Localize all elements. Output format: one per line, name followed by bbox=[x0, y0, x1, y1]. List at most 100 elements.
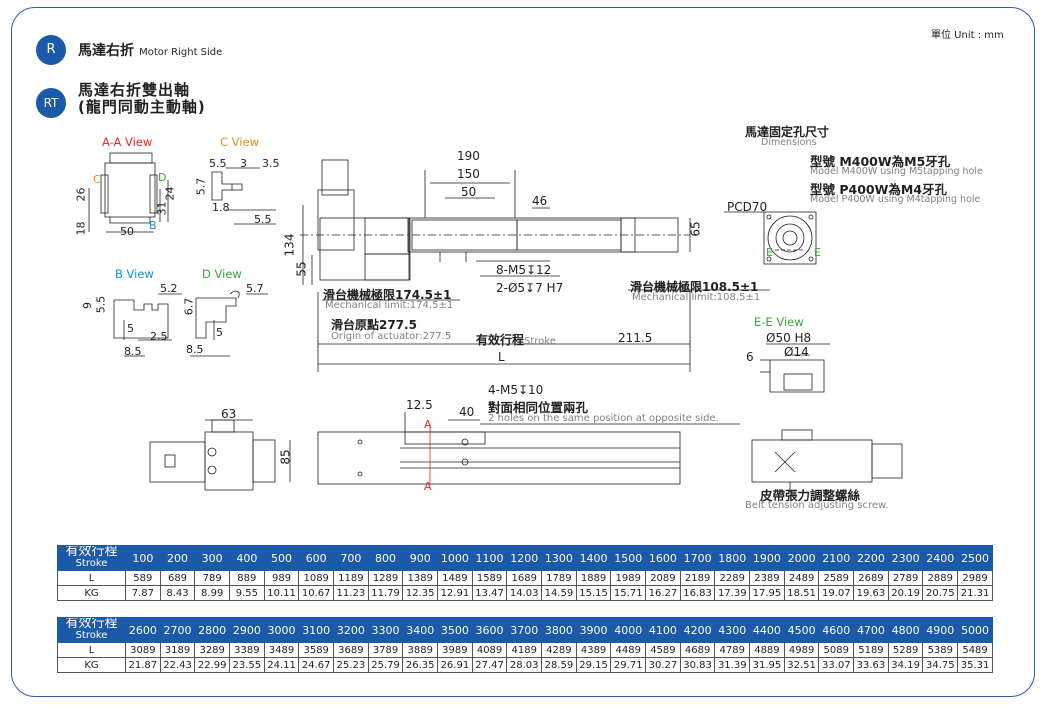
belt-side-view bbox=[751, 429, 903, 492]
stroke-value-cell: 300 bbox=[194, 545, 231, 571]
table-cell: 4589 bbox=[645, 642, 681, 658]
table-cell: 789 bbox=[194, 570, 231, 586]
table-cell: 11.23 bbox=[333, 585, 369, 601]
stroke-value-cell: 4100 bbox=[645, 617, 681, 643]
section-title: 馬達右折 Motor Right Side bbox=[78, 40, 222, 60]
aa-view-label: A-A View bbox=[102, 135, 153, 149]
stroke-value-cell: 3100 bbox=[298, 617, 335, 643]
depth-symbol-3: ↧ bbox=[517, 383, 529, 397]
table-cell: 4889 bbox=[749, 642, 785, 658]
stroke-value-cell: 2700 bbox=[159, 617, 196, 643]
m400w-en: Model M400W using M5tapping hole bbox=[810, 166, 983, 177]
c-dim-5-5b: 5.5 bbox=[254, 213, 272, 226]
stroke-value-cell: 1400 bbox=[575, 545, 612, 571]
table-cell: 5189 bbox=[853, 642, 889, 658]
stroke-value-cell: 2000 bbox=[783, 545, 820, 571]
table-cell: 5389 bbox=[922, 642, 959, 658]
table-cell: 2089 bbox=[645, 570, 681, 586]
table-cell: 33.07 bbox=[818, 657, 855, 673]
side-dim-46: 46 bbox=[532, 194, 548, 208]
aa-dim-18: 18 bbox=[74, 221, 88, 236]
stroke-value-cell: 3400 bbox=[402, 617, 439, 643]
stroke-value-cell: 2500 bbox=[957, 545, 993, 571]
table-cell: 27.47 bbox=[471, 657, 508, 673]
stroke-value-cell: 600 bbox=[298, 545, 335, 571]
side-view-actuator bbox=[300, 159, 770, 372]
stroke-value-cell: 1900 bbox=[749, 545, 785, 571]
table-cell: 2289 bbox=[714, 570, 751, 586]
d-view-label: D View bbox=[202, 267, 242, 281]
subtitle-line2: (龍門同動主動軸) bbox=[78, 98, 206, 116]
c-dim-5-5a: 5.5 bbox=[209, 157, 227, 170]
stroke-value-cell: 1100 bbox=[471, 545, 508, 571]
side-dim-L: L bbox=[498, 350, 505, 364]
table-cell: 2389 bbox=[749, 570, 785, 586]
m400w-zh: 型號 M400W為M5牙孔 bbox=[810, 154, 951, 169]
stroke-value-cell: 3800 bbox=[541, 617, 577, 643]
table-cell: 20.19 bbox=[887, 585, 924, 601]
table-cell: 3289 bbox=[194, 642, 231, 658]
side-dim-50: 50 bbox=[461, 185, 477, 199]
table-cell: 12.91 bbox=[437, 585, 473, 601]
stroke-value-cell: 2200 bbox=[853, 545, 889, 571]
table-cell: 3689 bbox=[333, 642, 369, 658]
unit-label: 單位 Unit : mm bbox=[931, 30, 1004, 41]
side-dim-150: 150 bbox=[457, 167, 480, 181]
stroke-value-cell: 1000 bbox=[437, 545, 473, 571]
stroke-value-cell: 3500 bbox=[437, 617, 473, 643]
table-cell: 30.83 bbox=[679, 657, 716, 673]
table-cell: 30.27 bbox=[645, 657, 681, 673]
side-tap-depth: 12 bbox=[536, 263, 552, 277]
top-view-motor bbox=[149, 419, 291, 491]
table-cell: 4189 bbox=[506, 642, 543, 658]
table-cell: 17.95 bbox=[749, 585, 785, 601]
table-cell: 3089 bbox=[125, 642, 161, 658]
pcd-label: PCD70 bbox=[727, 200, 768, 214]
table-cell: 15.71 bbox=[610, 585, 647, 601]
table-cell: 8.99 bbox=[194, 585, 231, 601]
table-cell: 13.47 bbox=[471, 585, 508, 601]
stroke-value-cell: 2400 bbox=[922, 545, 959, 571]
stroke-value-cell: 3000 bbox=[263, 617, 300, 643]
mech-limit-left-zh: 滑台機械極限174.5±1 bbox=[323, 288, 452, 302]
aa-d-marker: D bbox=[158, 171, 167, 184]
table-cell: 3789 bbox=[367, 642, 404, 658]
top-tap-callout: 4-M5↧10 bbox=[488, 383, 543, 397]
table-cell: 21.87 bbox=[125, 657, 161, 673]
same-holes-zh: 對面相同位置兩孔 bbox=[488, 400, 589, 415]
d-dim-8-5: 8.5 bbox=[186, 343, 204, 356]
table-cell: 3389 bbox=[229, 642, 265, 658]
ee-dim-6: 6 bbox=[746, 350, 754, 364]
same-holes-en: 2 holes on the same position at opposite… bbox=[488, 413, 719, 424]
table-cell: 17.39 bbox=[714, 585, 751, 601]
stroke-value-cell: 1300 bbox=[541, 545, 577, 571]
side-tap-label: 8-M5 bbox=[496, 263, 526, 277]
stroke-value-cell: 200 bbox=[159, 545, 196, 571]
top-view-actuator bbox=[317, 412, 740, 485]
table-cell: 4989 bbox=[783, 642, 820, 658]
table-cell: 3189 bbox=[159, 642, 196, 658]
c-profile bbox=[211, 167, 276, 225]
e-marker-right: E bbox=[814, 246, 821, 259]
c-dim-5-7: 5.7 bbox=[194, 177, 208, 196]
table-cell: 589 bbox=[125, 570, 161, 586]
table-cell: 4789 bbox=[714, 642, 751, 658]
table-cell: 2189 bbox=[679, 570, 716, 586]
stroke-value-cell: 4200 bbox=[679, 617, 716, 643]
section-title-en: Motor Right Side bbox=[139, 47, 223, 58]
table-cell: 20.75 bbox=[922, 585, 959, 601]
table-cell: 31.95 bbox=[749, 657, 785, 673]
stroke-value-cell: 3700 bbox=[506, 617, 543, 643]
motor-holes-title-en: Dimensions bbox=[761, 137, 817, 148]
table-cell: 4689 bbox=[679, 642, 716, 658]
stroke-header-zh: 有效行程 bbox=[65, 617, 118, 631]
p400w-zh: 型號 P400W為M4牙孔 bbox=[810, 182, 948, 197]
stroke-header-en: Stroke bbox=[75, 558, 108, 569]
subtitle-line1: 馬達右折雙出軸 bbox=[78, 81, 191, 99]
b-profile bbox=[113, 293, 182, 357]
b-view-label: B View bbox=[115, 267, 154, 281]
stroke-value-cell: 400 bbox=[229, 545, 265, 571]
table-cell: 1189 bbox=[333, 570, 369, 586]
